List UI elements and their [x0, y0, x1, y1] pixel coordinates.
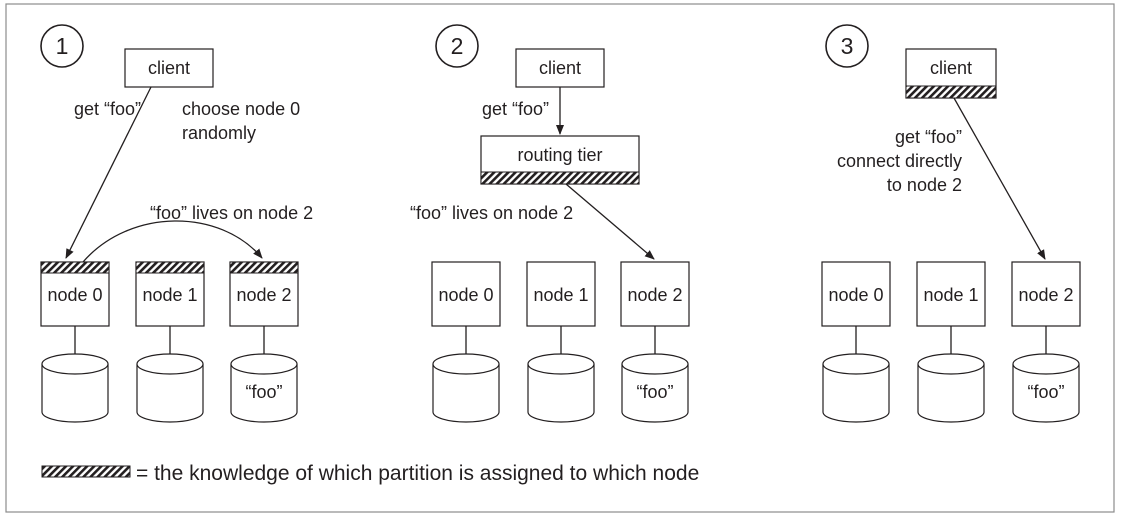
partition-knowledge-stripe [229, 261, 299, 274]
node-label: node 2 [236, 285, 291, 305]
panel-number-badge: 2 [435, 24, 479, 68]
partition-knowledge-stripe [480, 171, 640, 185]
panel-number: 1 [56, 33, 69, 59]
routing-tier-box: routing tier [480, 135, 640, 185]
client-box: client [905, 48, 997, 99]
request-label: get “foo” [74, 99, 141, 119]
database-cylinder [136, 353, 204, 423]
request-line-3: to node 2 [887, 175, 962, 195]
database-cylinder: “foo” [621, 353, 689, 423]
node-0: node 0 [40, 261, 110, 327]
panel-number-badge: 1 [40, 24, 84, 68]
database-cylinder: “foo” [230, 353, 298, 423]
request-line-1: get “foo” [895, 127, 962, 147]
node-label: node 2 [1018, 285, 1073, 305]
client-label: client [148, 58, 190, 78]
legend: = the knowledge of which partition is as… [41, 462, 699, 485]
database-cylinder [822, 353, 890, 423]
forward-label: “foo” lives on node 2 [410, 203, 573, 223]
node-1: node 1 [916, 261, 986, 327]
node-label: node 1 [142, 285, 197, 305]
node-label: node 1 [533, 285, 588, 305]
legend-stripe-swatch [41, 465, 131, 478]
partition-knowledge-stripe [40, 261, 110, 274]
request-label: get “foo” [482, 99, 549, 119]
disk-label: “foo” [1027, 382, 1064, 402]
client-label: client [930, 58, 972, 78]
node-label: node 2 [627, 285, 682, 305]
node-1: node 1 [135, 261, 205, 327]
database-cylinder: “foo” [1012, 353, 1080, 423]
routing-tier-label: routing tier [517, 145, 602, 165]
request-arrow [65, 86, 152, 259]
partition-knowledge-stripe [135, 261, 205, 274]
node-label: node 1 [923, 285, 978, 305]
client-box: client [515, 48, 605, 88]
figure-frame [5, 3, 1115, 513]
client-box: client [124, 48, 214, 88]
panel-2: 2 client get “foo” routing tier “foo” li… [410, 24, 690, 423]
request-line-2: connect directly [837, 151, 962, 171]
request-arrow [953, 97, 1046, 260]
database-cylinder [41, 353, 109, 423]
node-2: node 2 [620, 261, 690, 327]
partition-knowledge-stripe [905, 85, 997, 99]
panel-3: 3 client get “foo” connect directly to n… [821, 24, 1081, 423]
panel-number: 2 [451, 33, 464, 59]
node-label: node 0 [828, 285, 883, 305]
disk-label: “foo” [636, 382, 673, 402]
client-label: client [539, 58, 581, 78]
node-2: node 2 [1011, 261, 1081, 327]
forward-arrow [565, 183, 655, 260]
database-cylinder [527, 353, 595, 423]
panel-number-badge: 3 [825, 24, 869, 68]
database-cylinder [917, 353, 985, 423]
forward-label: “foo” lives on node 2 [150, 203, 313, 223]
database-cylinder [432, 353, 500, 423]
node-label: node 0 [438, 285, 493, 305]
node-1: node 1 [526, 261, 596, 327]
note-line-2: randomly [182, 123, 256, 143]
node-2: node 2 [229, 261, 299, 327]
forward-arrow [82, 220, 263, 263]
note-line-1: choose node 0 [182, 99, 300, 119]
node-label: node 0 [47, 285, 102, 305]
disk-label: “foo” [245, 382, 282, 402]
node-0: node 0 [821, 261, 891, 327]
panel-number: 3 [841, 33, 854, 59]
legend-text: = the knowledge of which partition is as… [136, 462, 699, 485]
panel-1: 1 client get “foo” choose node 0 randoml… [40, 24, 313, 423]
node-0: node 0 [431, 261, 501, 327]
